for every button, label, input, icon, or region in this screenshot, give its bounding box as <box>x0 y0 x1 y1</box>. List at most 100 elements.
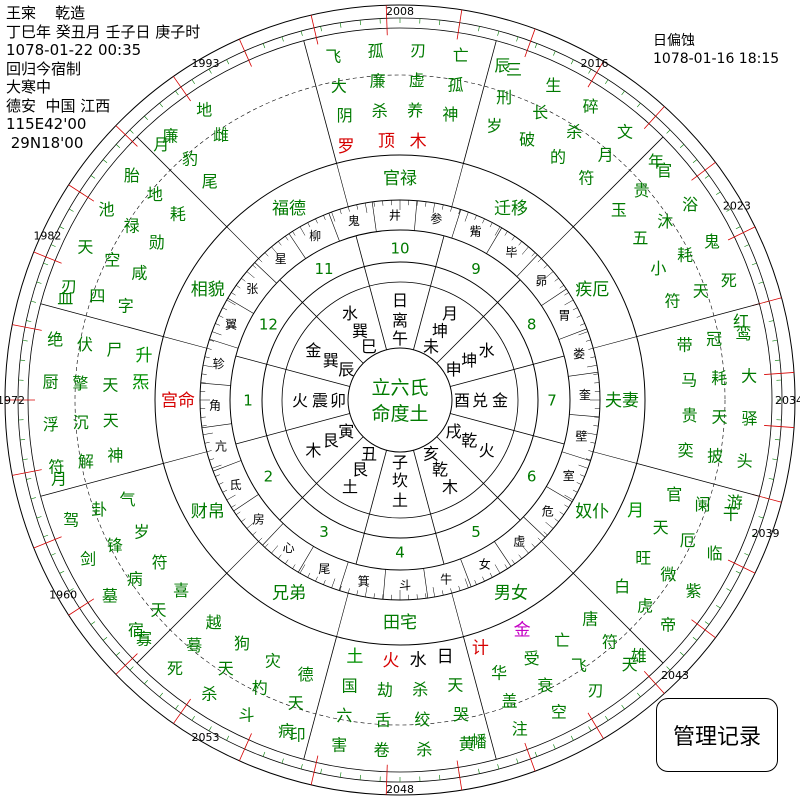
star-char: 官 <box>666 485 682 504</box>
mansion-tick <box>226 299 236 306</box>
age-tick <box>735 570 741 574</box>
star-char: 年 <box>648 152 664 171</box>
star-char: 劫 <box>377 680 393 699</box>
star-char: 宿 <box>128 620 144 639</box>
mansion-tick <box>339 209 342 215</box>
mansion-spoke <box>558 328 588 340</box>
planet-11: 月 <box>627 501 644 521</box>
red-marker <box>764 372 795 375</box>
mansion-tick <box>511 236 515 241</box>
inner-branch: 酉 <box>454 391 470 410</box>
mansion-tick <box>222 307 228 311</box>
mansion-tick <box>218 482 224 485</box>
star-char: 寡 <box>136 629 152 648</box>
mansion-tick <box>209 339 215 342</box>
planet-6: 火 <box>382 651 399 671</box>
palace-spoke <box>463 636 497 760</box>
age-tick <box>281 758 284 764</box>
inner-trigram: 乾 <box>461 431 477 450</box>
mansion-label: 柳 <box>309 229 321 243</box>
mansion-tick <box>331 578 336 589</box>
mansion-spoke <box>382 569 386 600</box>
age-tick <box>129 666 134 671</box>
age-tick <box>50 244 56 247</box>
mansion-spoke <box>328 212 340 242</box>
year-marker: 2023 <box>723 199 751 212</box>
mansion-label: 角 <box>209 398 221 412</box>
planet-10: 金 <box>514 621 531 641</box>
mansion-tick <box>373 593 375 599</box>
mansion-tick <box>356 590 359 596</box>
mansion-tick <box>226 494 236 501</box>
mansion-tick <box>278 554 282 559</box>
age-tick <box>588 69 592 74</box>
age-tick <box>735 226 741 230</box>
star-char: 空 <box>104 250 120 269</box>
mansion-tick <box>347 206 350 212</box>
house-spoke <box>451 163 464 207</box>
planet-8: 日 <box>437 647 454 667</box>
house-ring-outer <box>154 154 646 646</box>
star-char: 盖 <box>501 691 517 710</box>
star-char: 绞 <box>414 710 430 729</box>
year-marker: 1960 <box>49 588 77 601</box>
inner-trigram: 艮 <box>352 460 368 479</box>
house-name: 田宅 <box>383 613 417 633</box>
house-name: 福德 <box>272 199 306 219</box>
mansion-tick <box>564 292 569 296</box>
age-tick <box>69 588 74 592</box>
age-tick <box>774 359 780 361</box>
inner-spoke <box>355 450 387 565</box>
planet-7: 水 <box>410 650 427 670</box>
mansion-spoke <box>254 262 277 284</box>
star-char: 鸾 <box>736 324 752 343</box>
house-spoke <box>541 226 574 259</box>
age-tick <box>744 553 750 556</box>
mansion-tick <box>511 559 515 564</box>
age-tick <box>26 320 32 322</box>
age-tick <box>115 652 121 656</box>
star-char: 微 <box>660 565 676 584</box>
mansion-tick <box>307 222 311 228</box>
red-marker <box>310 755 319 785</box>
age-tick <box>359 774 361 780</box>
age-tick <box>191 716 195 721</box>
mansion-spoke <box>371 201 377 232</box>
inner-trigram: 乾 <box>432 460 448 479</box>
mansion-tick <box>564 494 574 501</box>
manage-records-button[interactable]: 管理记录 <box>656 698 778 772</box>
inner-element: 金 <box>305 341 321 360</box>
star-char: 官 <box>656 161 672 180</box>
star-char: 神 <box>107 446 123 465</box>
star-char: 冠 <box>706 330 722 349</box>
age-tick <box>281 36 284 42</box>
star-char: 天 <box>288 693 304 712</box>
star-char: 雌 <box>213 125 229 144</box>
star-char: 岁 <box>134 522 150 541</box>
star-char: 池 <box>98 200 114 219</box>
mansion-tick <box>543 531 548 536</box>
mansion-tick <box>545 521 554 529</box>
star-char: 飞 <box>325 47 341 66</box>
star-char: 墓 <box>102 586 118 605</box>
star-char: 德 <box>298 665 314 684</box>
mansion-tick <box>241 278 246 282</box>
star-char: 阑 <box>695 495 711 514</box>
house-spoke <box>336 593 349 637</box>
info-line: 德安 中国 江西 <box>6 96 111 115</box>
mansion-tick <box>572 307 578 311</box>
star-char: 飞 <box>571 656 587 675</box>
house-name: 兄弟 <box>272 583 306 603</box>
mansion-tick <box>537 537 542 542</box>
mansion-label: 亢 <box>215 438 227 453</box>
age-tick <box>208 69 212 74</box>
mansion-tick <box>299 226 306 236</box>
house-number: 5 <box>471 523 481 541</box>
inner-branch: 卯 <box>330 391 346 410</box>
house-number: 2 <box>264 467 274 485</box>
age-tick <box>439 20 441 26</box>
mansion-tick <box>537 258 542 263</box>
star-char: 的 <box>550 148 566 167</box>
inner-trigram: 坎 <box>392 471 408 490</box>
